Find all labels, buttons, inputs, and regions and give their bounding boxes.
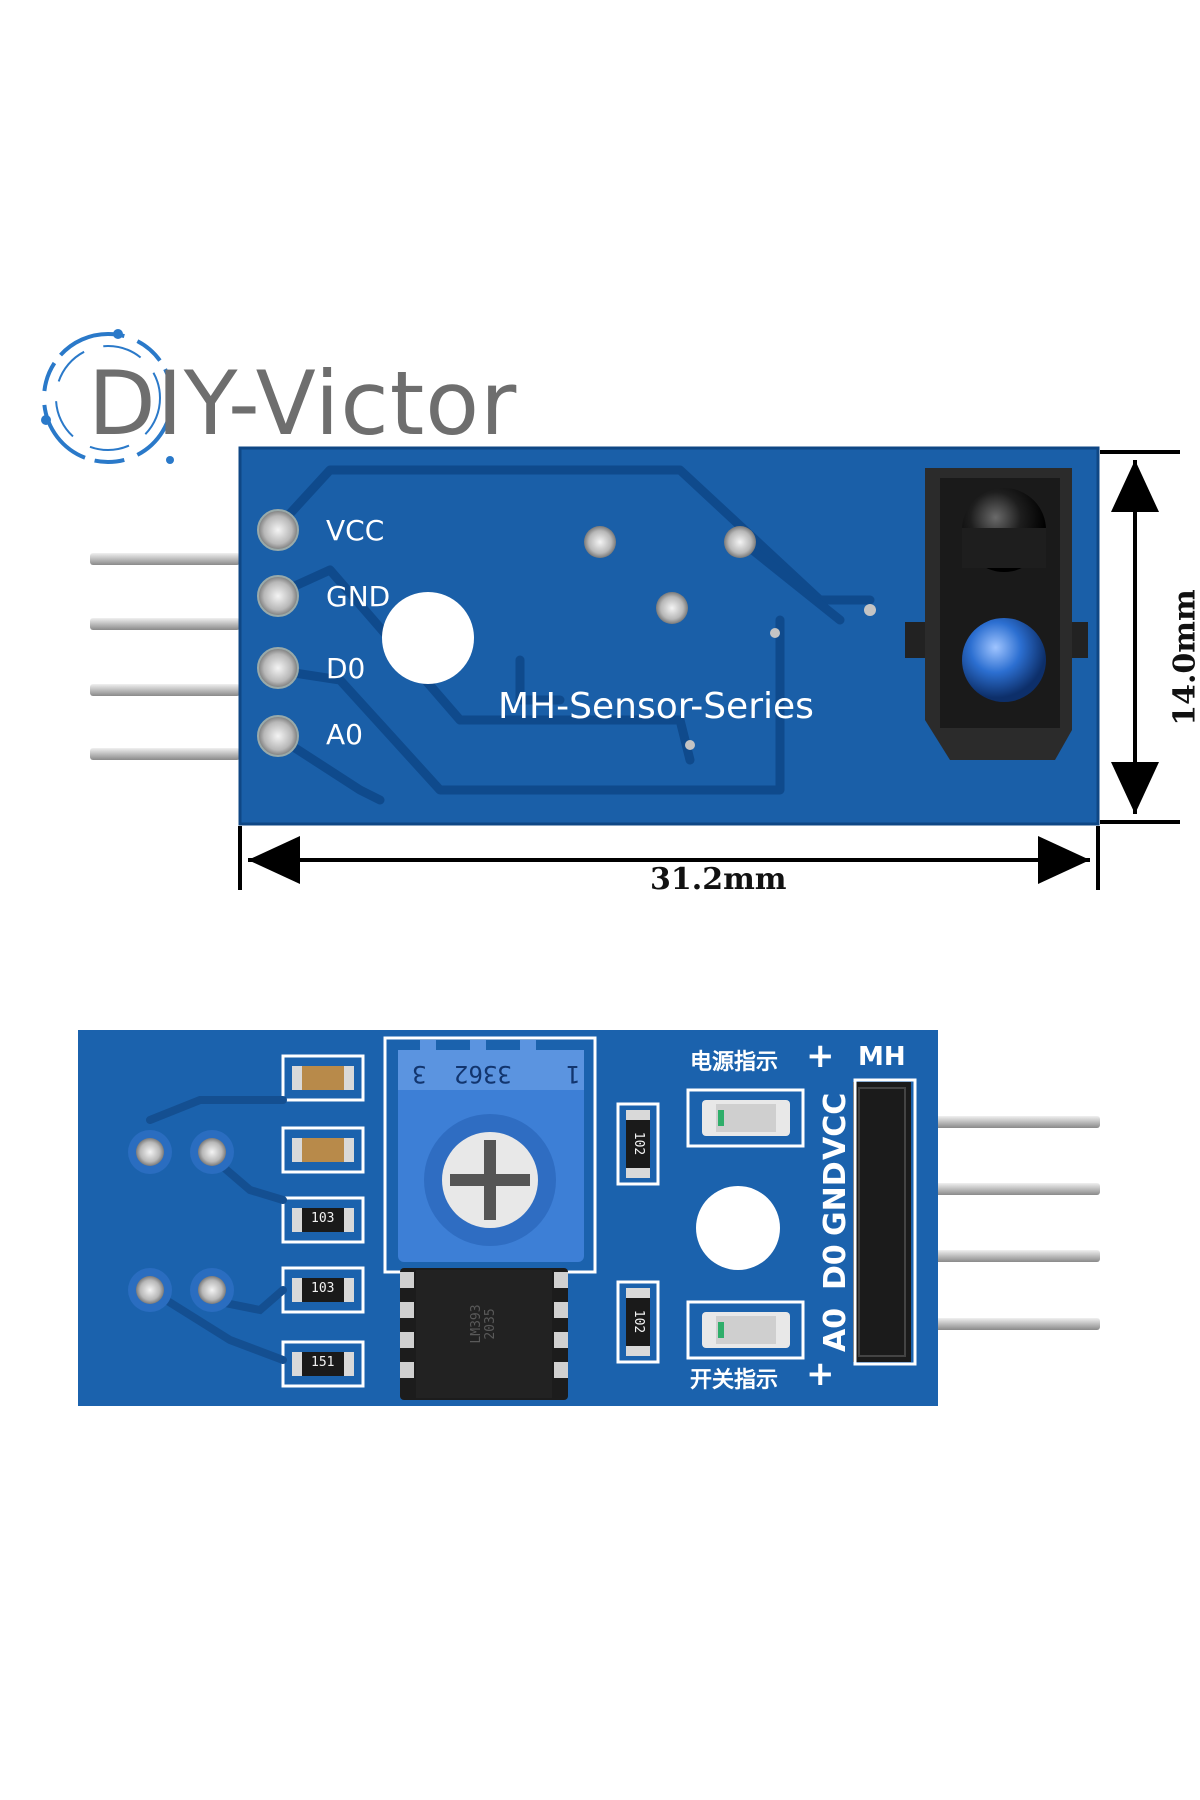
height-dimension: 14.0mm (1167, 589, 1200, 726)
ir-sensor (905, 468, 1088, 760)
bottom-pin-label-gnd: GND (818, 1161, 853, 1236)
pot-pin-3: 3 (412, 1060, 427, 1088)
dimension-lines (238, 450, 1180, 890)
bottom-pin-label-vcc: VCC (818, 1092, 853, 1160)
watermark-text: DIY-Victor (88, 352, 518, 455)
top-pin-label-vcc: VCC (326, 514, 385, 547)
top-pin-label-a0: A0 (326, 718, 363, 751)
bottom-mounting-hole (696, 1186, 780, 1270)
top-header-pins (90, 553, 240, 760)
top-traces (270, 465, 875, 805)
bottom-header-pins (900, 1116, 1100, 1330)
resistor-label-3: 151 (311, 1355, 335, 1370)
top-pin-label-d0: D0 (326, 652, 366, 685)
potentiometer (398, 1040, 584, 1262)
top-pads (257, 509, 876, 757)
bottom-pin-label-d0: D0 (818, 1244, 853, 1290)
width-dimension: 31.2mm (650, 862, 787, 897)
bottom-board (78, 1030, 1100, 1406)
watermark-logo (41, 329, 174, 464)
bottom-sensor-pads (128, 1130, 234, 1312)
switch-indicator-label: 开关指示 (690, 1368, 779, 1393)
led-resistor-label-1: 102 (631, 1131, 647, 1156)
ir-emitter-led (962, 618, 1046, 702)
power-plus-sign: + (806, 1036, 835, 1076)
led-resistor-label-2: 102 (631, 1309, 647, 1334)
pot-pin-1: 1 (566, 1060, 581, 1088)
pot-code: 3362 (454, 1060, 512, 1088)
top-pin-label-gnd: GND (326, 580, 391, 613)
series-label: MH-Sensor-Series (498, 686, 814, 727)
header-label-mh: MH (858, 1042, 906, 1072)
power-indicator-label: 电源指示 (690, 1050, 779, 1075)
comparator-chip (400, 1268, 568, 1400)
resistor-label-2: 103 (311, 1281, 335, 1296)
resistor-label-1: 103 (311, 1211, 335, 1226)
bottom-pin-label-a0: A0 (818, 1307, 853, 1352)
smd-resistors (292, 1110, 650, 1376)
top-mounting-hole (382, 592, 474, 684)
header-housing (853, 1082, 911, 1362)
switch-plus-sign: + (806, 1354, 835, 1394)
top-board (90, 446, 1100, 826)
chip-marking: LM393 2035 (469, 1304, 498, 1344)
smd-capacitors (292, 1066, 354, 1162)
indicator-leds (702, 1100, 790, 1348)
